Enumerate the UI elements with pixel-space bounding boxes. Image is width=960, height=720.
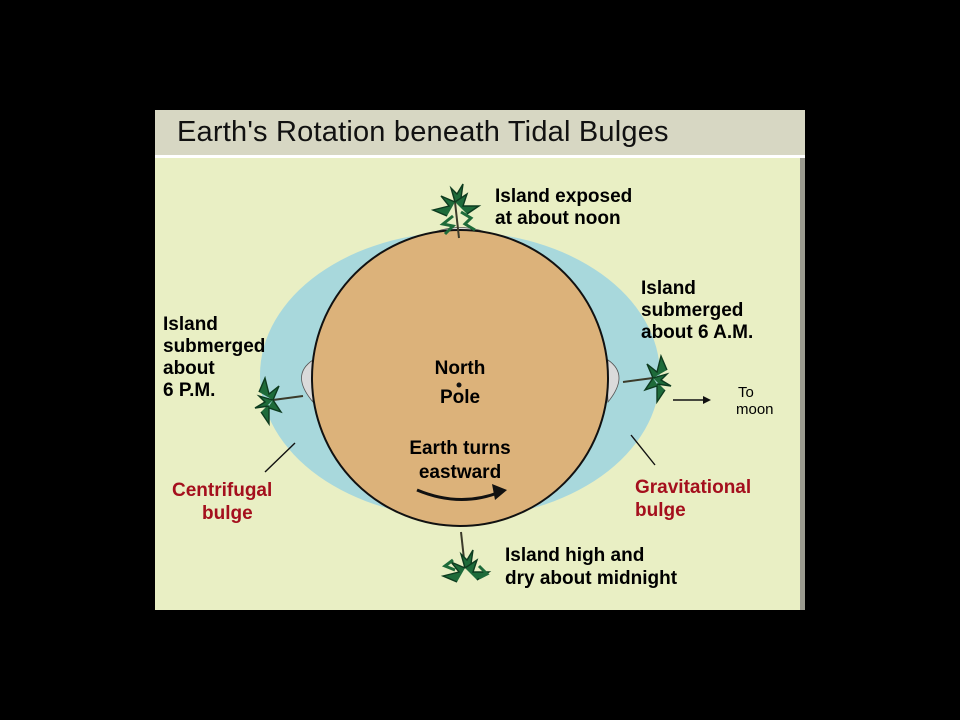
diagram-panel: Earth's Rotation beneath Tidal Bulges xyxy=(155,110,805,610)
diagram-title: Earth's Rotation beneath Tidal Bulges xyxy=(177,116,669,148)
centrifugal-pointer xyxy=(264,442,296,473)
rotation-arrowhead xyxy=(492,484,507,500)
label-centrifugal-line2: bulge xyxy=(202,503,253,524)
label-6am-line2: submerged xyxy=(641,300,743,321)
label-6am-line1: Island xyxy=(641,278,696,299)
label-gravitational-line1: Gravitational xyxy=(635,477,751,498)
label-to-moon-line2: moon xyxy=(736,401,774,418)
label-to-moon-line1: To xyxy=(738,384,754,401)
label-noon-line1: Island exposed xyxy=(495,186,632,207)
label-north-pole-line1: North xyxy=(435,358,486,379)
palm-tree-noon-icon xyxy=(430,183,482,239)
panel-edge-shadow xyxy=(800,158,805,610)
title-bar: Earth's Rotation beneath Tidal Bulges xyxy=(155,110,805,158)
north-pole-dot xyxy=(456,382,462,388)
label-earth-turns-line1: Earth turns xyxy=(409,438,510,459)
label-centrifugal-line1: Centrifugal xyxy=(172,480,272,501)
label-earth-turns-line2: eastward xyxy=(419,462,501,483)
label-noon-line2: at about noon xyxy=(495,208,621,229)
label-6pm-line2: submerged xyxy=(163,336,265,357)
earth-disk xyxy=(311,229,609,527)
palm-tree-6pm-icon xyxy=(254,375,304,427)
label-6pm-line1: Island xyxy=(163,314,218,335)
label-gravitational-line2: bulge xyxy=(635,500,686,521)
label-6pm-line4: 6 P.M. xyxy=(163,380,215,401)
label-6am-line3: about 6 A.M. xyxy=(641,322,753,343)
tidal-bulge-diagram: Island exposed at about noon Island subm… xyxy=(163,183,774,589)
label-midnight-line1: Island high and xyxy=(505,545,644,566)
moon-direction-arrowhead xyxy=(703,396,711,404)
label-midnight-line2: dry about midnight xyxy=(505,568,678,589)
label-6pm-line3: about xyxy=(163,358,215,379)
palm-tree-6am-icon xyxy=(622,353,672,405)
gravitational-pointer xyxy=(630,434,656,466)
rotation-arrow xyxy=(416,488,501,501)
palm-tree-midnight-icon xyxy=(440,531,492,583)
island-mound-6am xyxy=(606,359,620,404)
label-north-pole-line2: Pole xyxy=(440,387,480,408)
